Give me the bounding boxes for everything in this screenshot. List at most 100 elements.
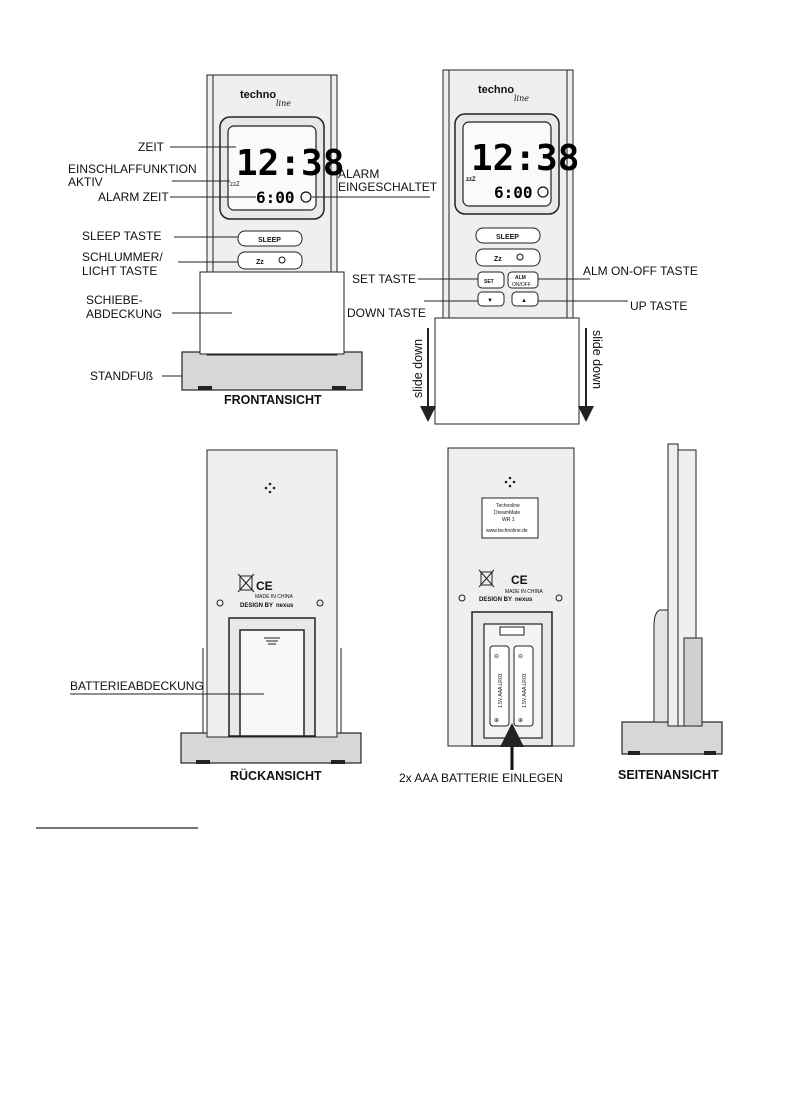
- sleep-button-label: SLEEP: [258, 237, 281, 244]
- label-alm-on-off-taste: ALM ON-OFF TASTE: [583, 264, 698, 278]
- label-eingeschaltet: EINGESCHALTET: [338, 180, 438, 194]
- label-standfuss: STANDFUß: [90, 369, 153, 383]
- label-up-taste: UP TASTE: [630, 299, 687, 313]
- open-screw-right-icon: [555, 594, 563, 602]
- recycle-bin-icon: [239, 575, 253, 591]
- down-button[interactable]: [477, 291, 505, 307]
- battery-1-type: 1.5V AAA LR03: [498, 673, 504, 708]
- label-batterieabdeckung: BATTERIEABDECKUNG: [70, 679, 204, 693]
- sleep-button[interactable]: [237, 230, 303, 247]
- light-icon: [278, 256, 286, 264]
- display-time: 12:38: [236, 143, 344, 184]
- label-slide-down-left: slide down: [411, 339, 425, 398]
- brand-logo-sub: line: [276, 99, 291, 108]
- made-in-china: MADE IN CHINA: [255, 594, 293, 600]
- model-sticker: [481, 497, 539, 539]
- screw-right-icon: [316, 599, 324, 607]
- battery-cover: [239, 629, 305, 737]
- open-sleep-button[interactable]: [475, 227, 541, 244]
- front-open-view: techno line 12:38 zzZ 6:00 SLEEP Zz SET …: [434, 69, 580, 425]
- up-arrow-icon: ▲: [521, 298, 527, 304]
- label-alarm-zeit: ALARM ZEIT: [98, 190, 169, 204]
- battery-2-type: 1.5V AAA LR03: [522, 673, 528, 708]
- open-made-in: MADE IN CHINA: [505, 589, 543, 595]
- open-display: [462, 121, 552, 207]
- side-foot: [653, 609, 669, 723]
- open-display-sleep: zzZ: [466, 177, 476, 183]
- battery-1-plus: ⊕: [494, 718, 499, 724]
- open-labels: SET TASTE ALM ON-OFF TASTE DOWN TASTE UP…: [347, 264, 698, 422]
- front-base: [181, 351, 363, 391]
- label-abdeckung: ABDECKUNG: [86, 307, 162, 321]
- open-snooze-button[interactable]: [475, 248, 541, 267]
- side-body-front: [667, 443, 679, 727]
- brand-logo-main: techno: [240, 89, 276, 101]
- label-einschlaffunktion: EINSCHLAFFUNKTION: [68, 162, 197, 176]
- label-alarm: ALARM: [338, 167, 379, 181]
- side-base: [621, 721, 723, 755]
- speaker-holes-icon: [264, 482, 276, 494]
- front-labels: ZEIT EINSCHLAFFUNKTION AKTIV ALARM ZEIT …: [68, 140, 438, 407]
- open-design-by: DESIGN BY: [479, 597, 512, 603]
- battery-2-minus: ⊖: [518, 654, 523, 660]
- front-view: techno line 12:38 zzZ 6:00 SLEEP Zz: [181, 74, 363, 391]
- snooze-light-button[interactable]: [237, 251, 303, 270]
- battery-1-minus: ⊖: [494, 654, 499, 660]
- alarm-bell-icon: [300, 191, 312, 203]
- open-ce-mark: CE: [511, 573, 528, 587]
- open-screw-left-icon: [458, 594, 466, 602]
- alm-button-label: ALM: [515, 275, 526, 281]
- snooze-button-label: Zz: [256, 259, 264, 266]
- set-button-label: SET: [484, 279, 494, 285]
- label-slide-down-right: slide down: [590, 330, 604, 389]
- label-sleep-taste: SLEEP TASTE: [82, 229, 161, 243]
- set-button[interactable]: [477, 271, 505, 289]
- side-cover: [683, 637, 703, 727]
- open-slide-cover: [434, 317, 580, 425]
- sticker-line-2: DreamMate: [494, 510, 520, 516]
- open-light-icon: [516, 253, 524, 261]
- open-sleep-label: SLEEP: [496, 234, 519, 241]
- label-down-taste: DOWN TASTE: [347, 306, 426, 320]
- display-alarm-time: 6:00: [256, 188, 295, 207]
- side-view: SEITENANSICHT: [618, 443, 723, 782]
- screw-left-icon: [216, 599, 224, 607]
- battery-2-plus: ⊕: [518, 718, 523, 724]
- open-recycle-icon: [480, 571, 493, 586]
- open-display-time: 12:38: [471, 138, 579, 179]
- caption-frontansicht: FRONTANSICHT: [224, 393, 322, 407]
- nexus-logo: nexus: [276, 603, 294, 609]
- open-alarm-bell-icon: [537, 186, 549, 198]
- battery-1: [489, 645, 510, 727]
- ce-mark: CE: [256, 579, 273, 593]
- open-snooze-label: Zz: [494, 256, 502, 263]
- label-schiebe: SCHIEBE-: [86, 293, 143, 307]
- label-batterie-einlegen: 2x AAA BATTERIE EINLEGEN: [399, 771, 563, 785]
- label-schlummer: SCHLUMMER/: [82, 250, 163, 264]
- sticker-line-3: WR 1: [502, 517, 515, 523]
- design-by-text: DESIGN BY: [240, 603, 273, 609]
- sticker-line-4: www.technoline.de: [486, 528, 528, 534]
- front-display: [227, 125, 317, 211]
- open-display-alarm: 6:00: [494, 183, 533, 202]
- grip-icon: [264, 637, 280, 645]
- up-button[interactable]: [511, 291, 539, 307]
- label-licht-taste: LICHT TASTE: [82, 264, 157, 278]
- back-base: [180, 732, 362, 764]
- label-zeit: ZEIT: [138, 140, 165, 154]
- sticker-line-1: Technoline: [496, 503, 520, 509]
- down-arrow-icon: ▼: [487, 298, 493, 304]
- back-open-view: Technoline DreamMate WR 1 www.technoline…: [399, 447, 575, 785]
- open-brand-sub: line: [514, 94, 529, 103]
- label-set-taste: SET TASTE: [352, 272, 416, 286]
- alm-button-sublabel: ON/OFF: [512, 282, 531, 288]
- caption-rueckansicht: RÜCKANSICHT: [230, 768, 322, 783]
- label-aktiv: AKTIV: [68, 175, 103, 189]
- alm-on-off-button[interactable]: [507, 271, 539, 289]
- open-nexus-logo: nexus: [515, 597, 533, 603]
- back-view: CE MADE IN CHINA DESIGN BY nexus BATTERI…: [70, 449, 362, 783]
- back-open-speaker-icon: [504, 476, 516, 488]
- display-sleep-indicator: zzZ: [230, 182, 240, 188]
- caption-seitenansicht: SEITENANSICHT: [618, 768, 719, 782]
